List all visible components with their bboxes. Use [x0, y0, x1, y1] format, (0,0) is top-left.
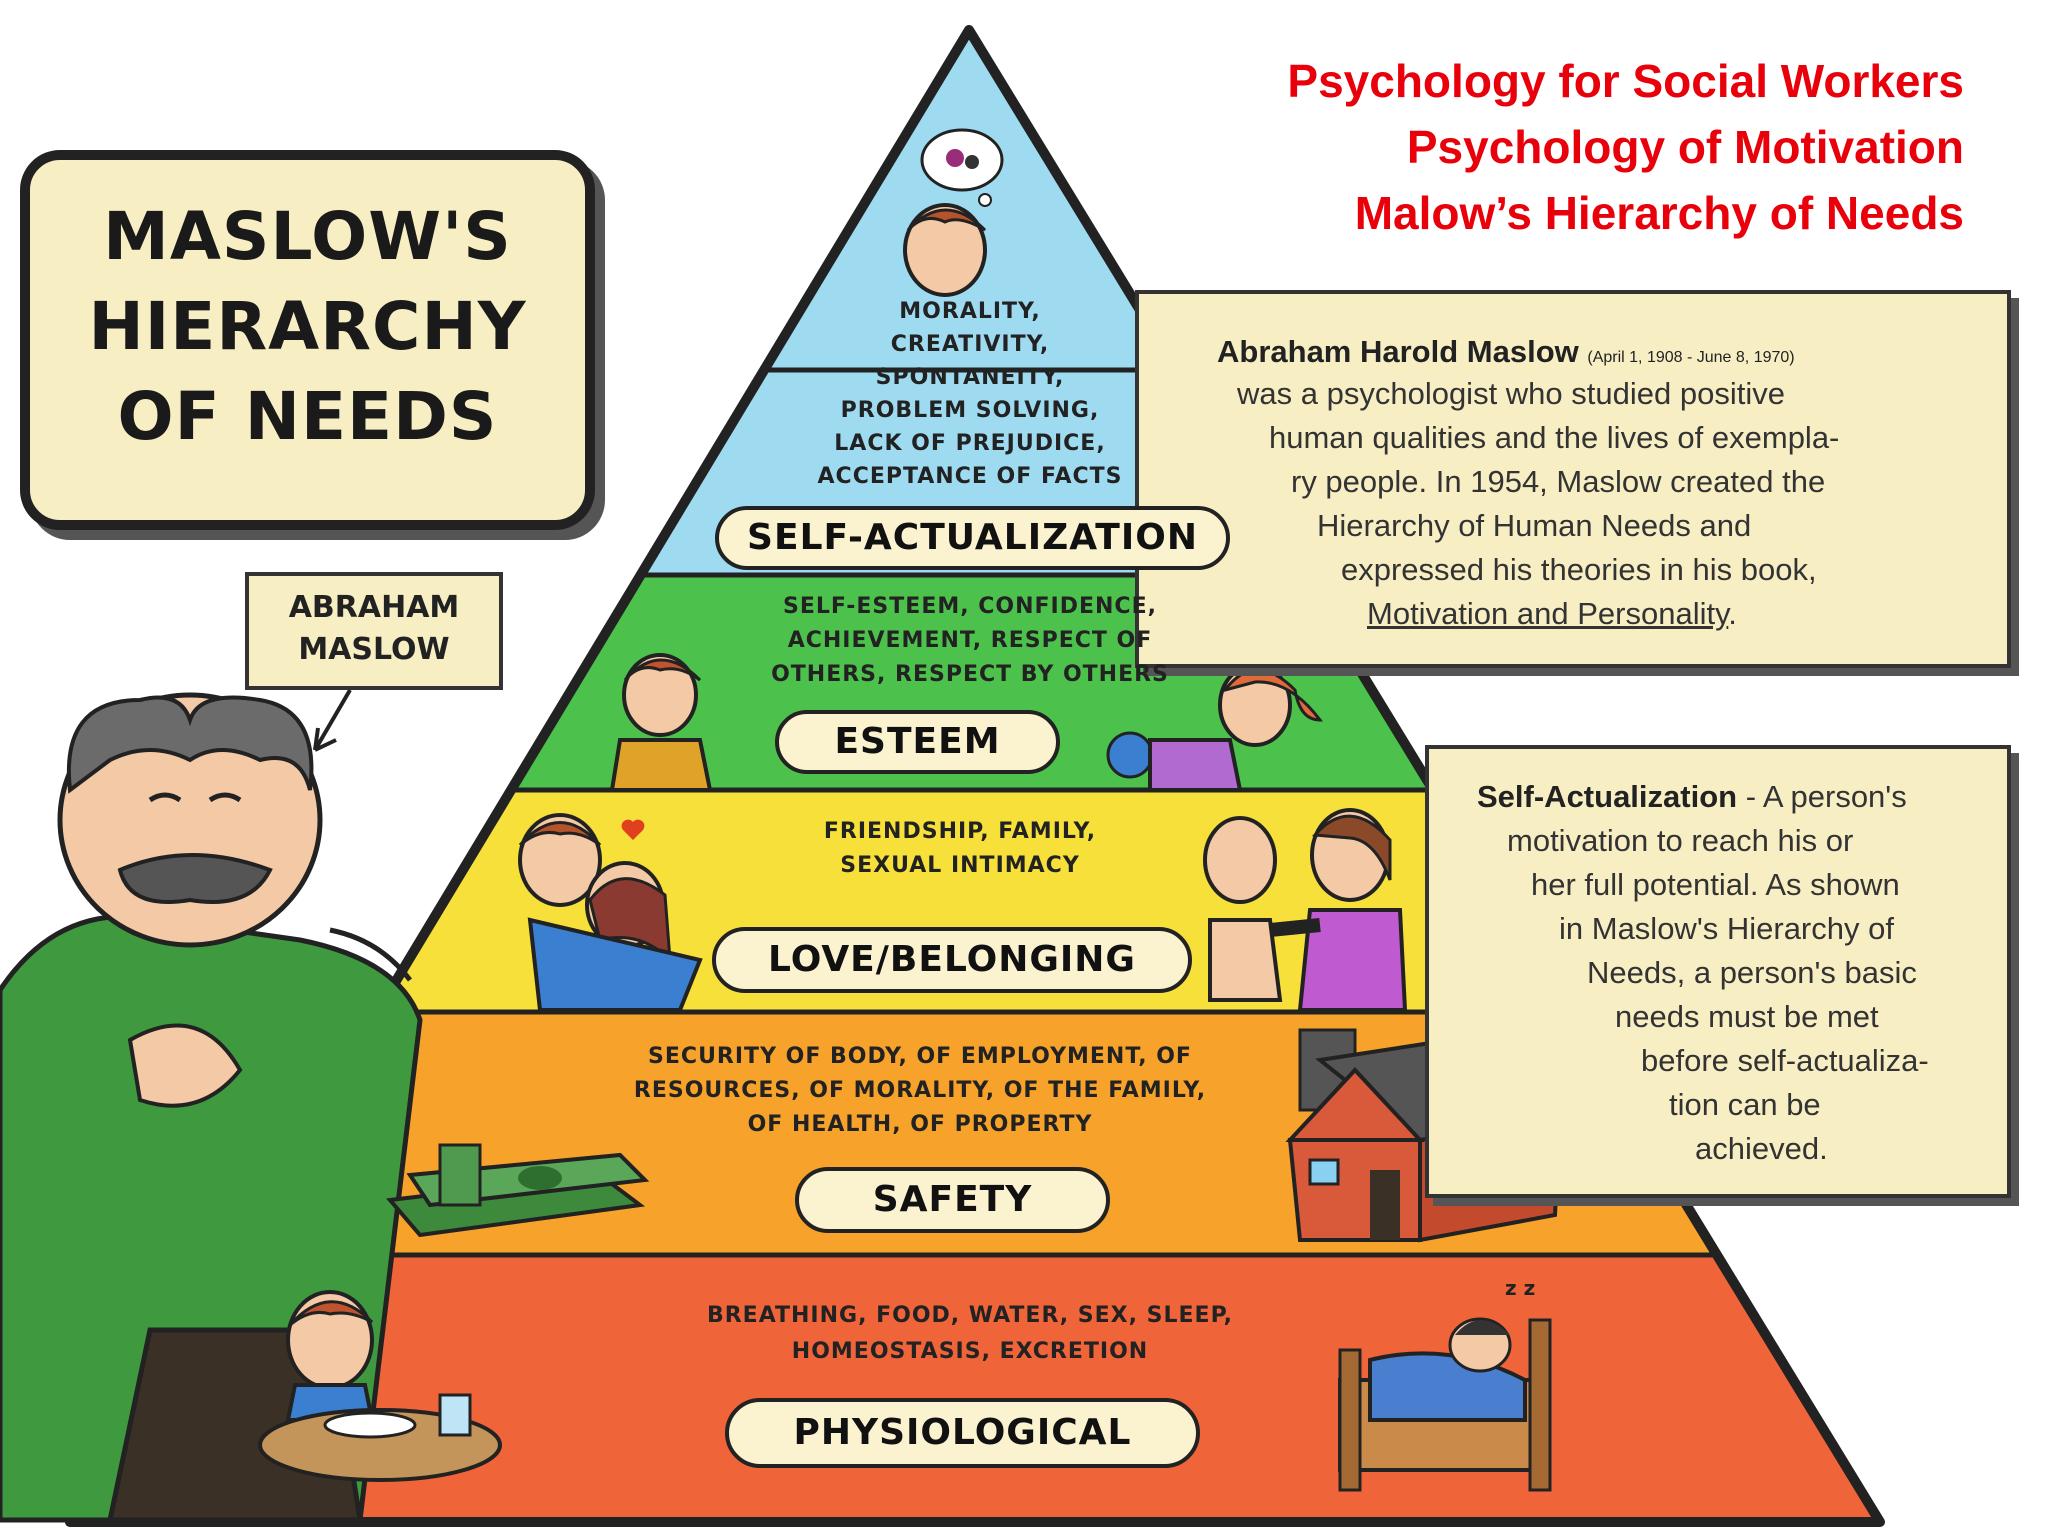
tier-desc-safety: SECURITY OF BODY, OF EMPLOYMENT, OF RESO…: [580, 1040, 1260, 1142]
title-line-2: HIERARCHY: [88, 288, 527, 365]
sa-line-4: Needs, a person's basic: [1587, 955, 1917, 990]
father-lifting-baby-icon: [1203, 808, 1408, 1012]
tier-desc-physiological: BREATHING, FOOD, WATER, SEX, SLEEP, HOME…: [630, 1298, 1310, 1370]
sa-line-1: motivation to reach his or: [1507, 823, 1854, 858]
desc-line: BREATHING, FOOD, WATER, SEX, SLEEP,: [706, 1303, 1234, 1328]
title-box: MASLOW'S HIERARCHY OF NEEDS: [20, 150, 595, 530]
name-tag-line-1: ABRAHAM: [288, 590, 460, 625]
pointer-arrow-icon: [313, 688, 352, 752]
header-line-2: Psychology of Motivation: [1406, 121, 1964, 173]
self-actualization-box: Self-Actualization - A person's motivati…: [1425, 745, 2011, 1198]
tier-desc-love-belonging: FRIENDSHIP, FAMILY, SEXUAL INTIMACY: [760, 815, 1160, 883]
desc-line: OTHERS, RESPECT BY OTHERS: [771, 662, 1169, 687]
desc-line: SELF-ESTEEM, CONFIDENCE,: [783, 594, 1157, 619]
tier-label-safety: SAFETY: [795, 1167, 1110, 1233]
sa-first-line: - A person's: [1737, 779, 1907, 814]
desc-line: RESOURCES, OF MORALITY, OF THE FAMILY,: [633, 1078, 1207, 1103]
header-line-3: Malow’s Hierarchy of Needs: [1354, 187, 1964, 239]
desc-line: MORALITY,: [899, 299, 1041, 324]
header-line-1: Psychology for Social Workers: [1287, 55, 1964, 107]
desc-line: ACCEPTANCE OF FACTS: [817, 464, 1123, 489]
svg-text:z z: z z: [1505, 1276, 1535, 1300]
bio-line-2: human qualities and the lives of exempla…: [1269, 420, 1840, 455]
name-tag-line-2: MASLOW: [298, 632, 450, 667]
desc-line: ACHIEVEMENT, RESPECT OF: [787, 628, 1153, 653]
bio-line-5: expressed his theories in his book,: [1341, 552, 1817, 587]
desc-line: CREATIVITY,: [890, 332, 1050, 357]
sa-line-5: needs must be met: [1615, 999, 1879, 1034]
desc-line: FRIENDSHIP, FAMILY,: [823, 819, 1097, 844]
sa-line-8: achieved.: [1695, 1131, 1828, 1166]
name-tag: ABRAHAM MASLOW: [245, 572, 503, 690]
bio-line-4: Hierarchy of Human Needs and: [1317, 508, 1752, 543]
desc-line: PROBLEM SOLVING,: [840, 398, 1100, 423]
tier-desc-self-actualization: MORALITY, CREATIVITY, SPONTANEITY, PROBL…: [740, 295, 1200, 493]
bio-name: Abraham Harold Maslow: [1217, 334, 1579, 369]
sa-line-7: tion can be: [1669, 1087, 1821, 1122]
tier-label-love-belonging: LOVE/BELONGING: [712, 927, 1192, 993]
hugging-couple-icon: [518, 813, 703, 1012]
tier-desc-esteem: SELF-ESTEEM, CONFIDENCE, ACHIEVEMENT, RE…: [730, 590, 1210, 692]
bio-book-title: Motivation and Personality: [1367, 596, 1729, 631]
bio-book-suffix: .: [1728, 596, 1737, 631]
sa-line-3: in Maslow's Hierarchy of: [1559, 911, 1894, 946]
money-stack-icon: [386, 1143, 650, 1238]
sa-term: Self-Actualization: [1477, 779, 1738, 814]
tier-label-physiological: PHYSIOLOGICAL: [725, 1398, 1200, 1468]
title-line-3: OF NEEDS: [117, 378, 498, 455]
tier-label-esteem: ESTEEM: [775, 710, 1060, 774]
desc-line: OF HEALTH, OF PROPERTY: [747, 1112, 1093, 1137]
tier-label-self-actualization: SELF-ACTUALIZATION: [715, 506, 1230, 570]
sleeping-person-icon: z z: [1338, 1276, 1552, 1492]
desc-line: LACK OF PREJUDICE,: [834, 431, 1106, 456]
sa-line-6: before self-actualiza-: [1641, 1043, 1929, 1078]
eating-child-icon: [258, 1290, 502, 1482]
bio-box: Abraham Harold Maslow (April 1, 1908 - J…: [1135, 290, 2011, 668]
desc-line: SEXUAL INTIMACY: [840, 853, 1080, 878]
bio-line-1: was a psychologist who studied positive: [1237, 376, 1785, 411]
sa-line-2: her full potential. As shown: [1531, 867, 1900, 902]
medal-giving-kids-icon: [609, 653, 1324, 792]
bio-dates: (April 1, 1908 - June 8, 1970): [1587, 349, 1795, 366]
thinking-boy-icon: [903, 128, 1004, 297]
desc-line: HOMEOSTASIS, EXCRETION: [791, 1339, 1149, 1364]
desc-line: SPONTANEITY,: [875, 365, 1065, 390]
desc-line: SECURITY OF BODY, OF EMPLOYMENT, OF: [648, 1044, 1192, 1069]
title-line-1: MASLOW'S: [103, 198, 512, 275]
bio-line-3: ry people. In 1954, Maslow created the: [1291, 464, 1826, 499]
